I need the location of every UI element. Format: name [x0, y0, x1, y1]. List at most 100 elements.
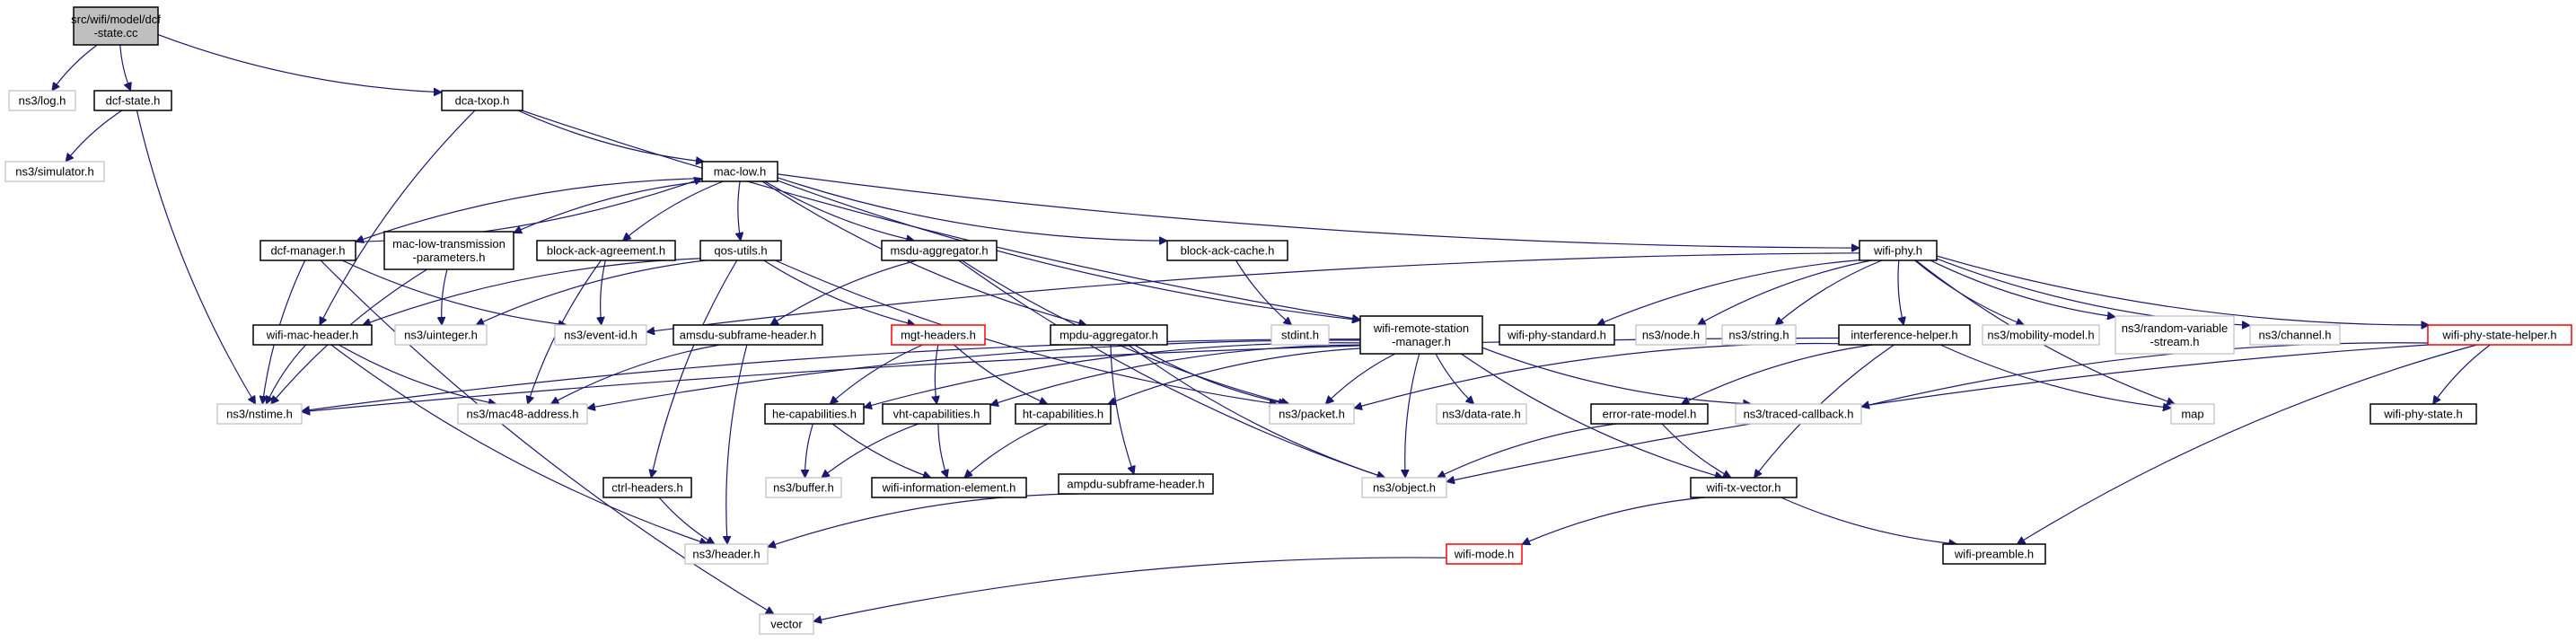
node-wifimode[interactable]: wifi-mode.h: [1446, 543, 1523, 565]
edge-root-to-log: [52, 44, 98, 91]
node-tracedcb[interactable]: ns3/traced-callback.h: [1735, 403, 1862, 425]
node-qosutils[interactable]: qos-utils.h: [699, 240, 782, 261]
node-wifiphystate[interactable]: wifi-phy-state.h: [2369, 403, 2477, 425]
node-hecap[interactable]: he-capabilities.h: [764, 403, 865, 425]
edge-mgtheaders-to-vhtcap: [935, 344, 937, 404]
node-wrsm[interactable]: wifi-remote-station-manager.h: [1359, 315, 1483, 355]
edge-wifimode-to-vector: [813, 557, 1447, 621]
edge-hecap-to-buffer: [805, 423, 813, 478]
node-vhtcap[interactable]: vht-capabilities.h: [882, 403, 991, 425]
node-wrsm-label: wifi-remote-station: [1373, 321, 1469, 335]
node-htcap[interactable]: ht-capabilities.h: [1015, 403, 1112, 425]
edge-amsdusubframe-to-header: [726, 344, 748, 544]
node-wifiinfo[interactable]: wifi-information-element.h: [871, 477, 1027, 498]
node-amsdusubframe-label: amsdu-subframe-header.h: [680, 329, 816, 342]
edge-wrsm-to-datarate: [1435, 353, 1474, 404]
node-packet-box: [1269, 403, 1355, 425]
node-string[interactable]: ns3/string.h: [1721, 324, 1797, 346]
node-datarate[interactable]: ns3/data-rate.h: [1436, 403, 1527, 425]
edge-mpduaggregator-to-object: [1127, 344, 1385, 478]
node-interference[interactable]: interference-helper.h: [1838, 324, 1971, 346]
edge-maclow-to-mpduaggregator: [761, 180, 1086, 325]
node-wifiphystate-box: [2369, 403, 2477, 425]
node-randomvar-box: [2114, 315, 2235, 355]
node-simulator[interactable]: ns3/simulator.h: [4, 161, 105, 182]
edge-wifiphy-to-node: [1698, 259, 1872, 326]
node-blockackcache[interactable]: block-ack-cache.h: [1166, 240, 1288, 261]
edge-maclow-to-msduaggregator: [764, 180, 915, 241]
node-ctrlheaders-label: ctrl-headers.h: [611, 481, 682, 495]
node-amsdusubframe[interactable]: amsdu-subframe-header.h: [673, 324, 823, 346]
node-stdint[interactable]: stdint.h: [1270, 324, 1330, 346]
dependency-edges: [52, 34, 2491, 621]
node-wifiphystandard[interactable]: wifi-phy-standard.h: [1499, 324, 1615, 346]
node-vector[interactable]: vector: [759, 613, 814, 635]
node-maclowtp[interactable]: mac-low-transmission-parameters.h: [383, 231, 514, 270]
edge-hecap-to-wifiinfo: [831, 423, 931, 478]
node-mgtheaders[interactable]: mgt-headers.h: [891, 324, 986, 346]
node-wifiinfo-label: wifi-information-element.h: [882, 481, 1016, 495]
edge-dcatxop-to-maclow: [517, 110, 704, 162]
node-vector-box: [759, 613, 814, 635]
node-node[interactable]: ns3/node.h: [1635, 324, 1707, 346]
node-wifitxvector-box: [1690, 477, 1798, 498]
node-header[interactable]: ns3/header.h: [684, 543, 769, 565]
node-msduaggregator[interactable]: msdu-aggregator.h: [881, 240, 998, 261]
node-object[interactable]: ns3/object.h: [1361, 477, 1447, 498]
node-ampdusubframe[interactable]: ampdu-subframe-header.h: [1058, 473, 1214, 495]
node-stdint-label: stdint.h: [1281, 329, 1319, 342]
node-uinteger[interactable]: ns3/uinteger.h: [394, 324, 488, 346]
node-wifipreamble[interactable]: wifi-preamble.h: [1942, 543, 2046, 565]
node-randomvar[interactable]: ns3/random-variable-stream.h: [2114, 315, 2235, 355]
node-channel[interactable]: ns3/channel.h: [2249, 324, 2341, 346]
node-log[interactable]: ns3/log.h: [8, 90, 76, 111]
node-root[interactable]: src/wifi/model/dcf-state.cc: [71, 6, 161, 46]
node-errorrate[interactable]: error-rate-model.h: [1590, 403, 1709, 425]
node-dcfstate[interactable]: dcf-state.h: [93, 90, 172, 111]
node-packet[interactable]: ns3/packet.h: [1269, 403, 1355, 425]
node-wifimacheader[interactable]: wifi-mac-header.h: [252, 324, 373, 346]
node-nstime[interactable]: ns3/nstime.h: [216, 403, 303, 425]
node-blockackagreement[interactable]: block-ack-agreement.h: [536, 240, 676, 261]
node-maclow[interactable]: mac-low.h: [701, 161, 778, 182]
node-mpduaggregator-label: mpdu-aggregator.h: [1059, 329, 1158, 342]
edge-maclow-to-blockackcache: [777, 177, 1167, 241]
node-wifitxvector[interactable]: wifi-tx-vector.h: [1690, 477, 1798, 498]
node-wifiphy[interactable]: wifi-phy.h: [1859, 240, 1938, 261]
node-nstime-box: [216, 403, 303, 425]
node-dcatxop[interactable]: dca-txop.h: [441, 90, 523, 111]
edge-msduaggregator-to-amsdusubframe: [770, 259, 918, 325]
node-eventid[interactable]: ns3/event-id.h: [554, 324, 647, 346]
node-mpduaggregator[interactable]: mpdu-aggregator.h: [1050, 324, 1168, 346]
node-vhtcap-box: [882, 403, 991, 425]
edge-maclow-to-dcfmanager: [356, 178, 703, 242]
node-buffer[interactable]: ns3/buffer.h: [765, 477, 842, 498]
node-ctrlheaders[interactable]: ctrl-headers.h: [602, 477, 692, 498]
node-dcfmanager[interactable]: dcf-manager.h: [259, 240, 356, 261]
node-node-box: [1635, 324, 1707, 346]
edge-wifiphy-to-interference: [1897, 259, 1903, 325]
node-wifiphystatehelper[interactable]: wifi-phy-state-helper.h: [2427, 324, 2572, 346]
node-qosutils-label: qos-utils.h: [714, 244, 767, 258]
node-uinteger-box: [394, 324, 488, 346]
node-datarate-box: [1436, 403, 1527, 425]
node-dcfstate-box: [93, 90, 172, 111]
node-interference-box: [1838, 324, 1971, 346]
node-nstime-label: ns3/nstime.h: [226, 408, 293, 421]
edge-interference-to-map: [1939, 344, 2171, 408]
edge-msduaggregator-to-object: [958, 259, 1385, 478]
edge-amsdusubframe-to-mac48: [550, 344, 720, 405]
dependency-nodes: src/wifi/model/dcf-state.cc ns3/log.h dcf-…: [4, 6, 2572, 635]
node-mac48[interactable]: ns3/mac48-address.h: [457, 403, 588, 425]
node-interference-label: interference-helper.h: [1851, 329, 1957, 342]
node-hecap-box: [764, 403, 865, 425]
node-mobility[interactable]: ns3/mobility-model.h: [1982, 324, 2100, 346]
edge-maclow-to-qosutils: [738, 180, 741, 241]
node-errorrate-label: error-rate-model.h: [1603, 408, 1697, 421]
edge-wifiphy-to-randomvar: [1930, 259, 2115, 317]
node-map[interactable]: map: [2170, 403, 2215, 425]
node-header-label: ns3/header.h: [692, 548, 760, 561]
edge-errorrate-to-object: [1437, 423, 1617, 478]
node-wifiinfo-box: [871, 477, 1027, 498]
node-root-label: src/wifi/model/dcf: [71, 13, 161, 26]
